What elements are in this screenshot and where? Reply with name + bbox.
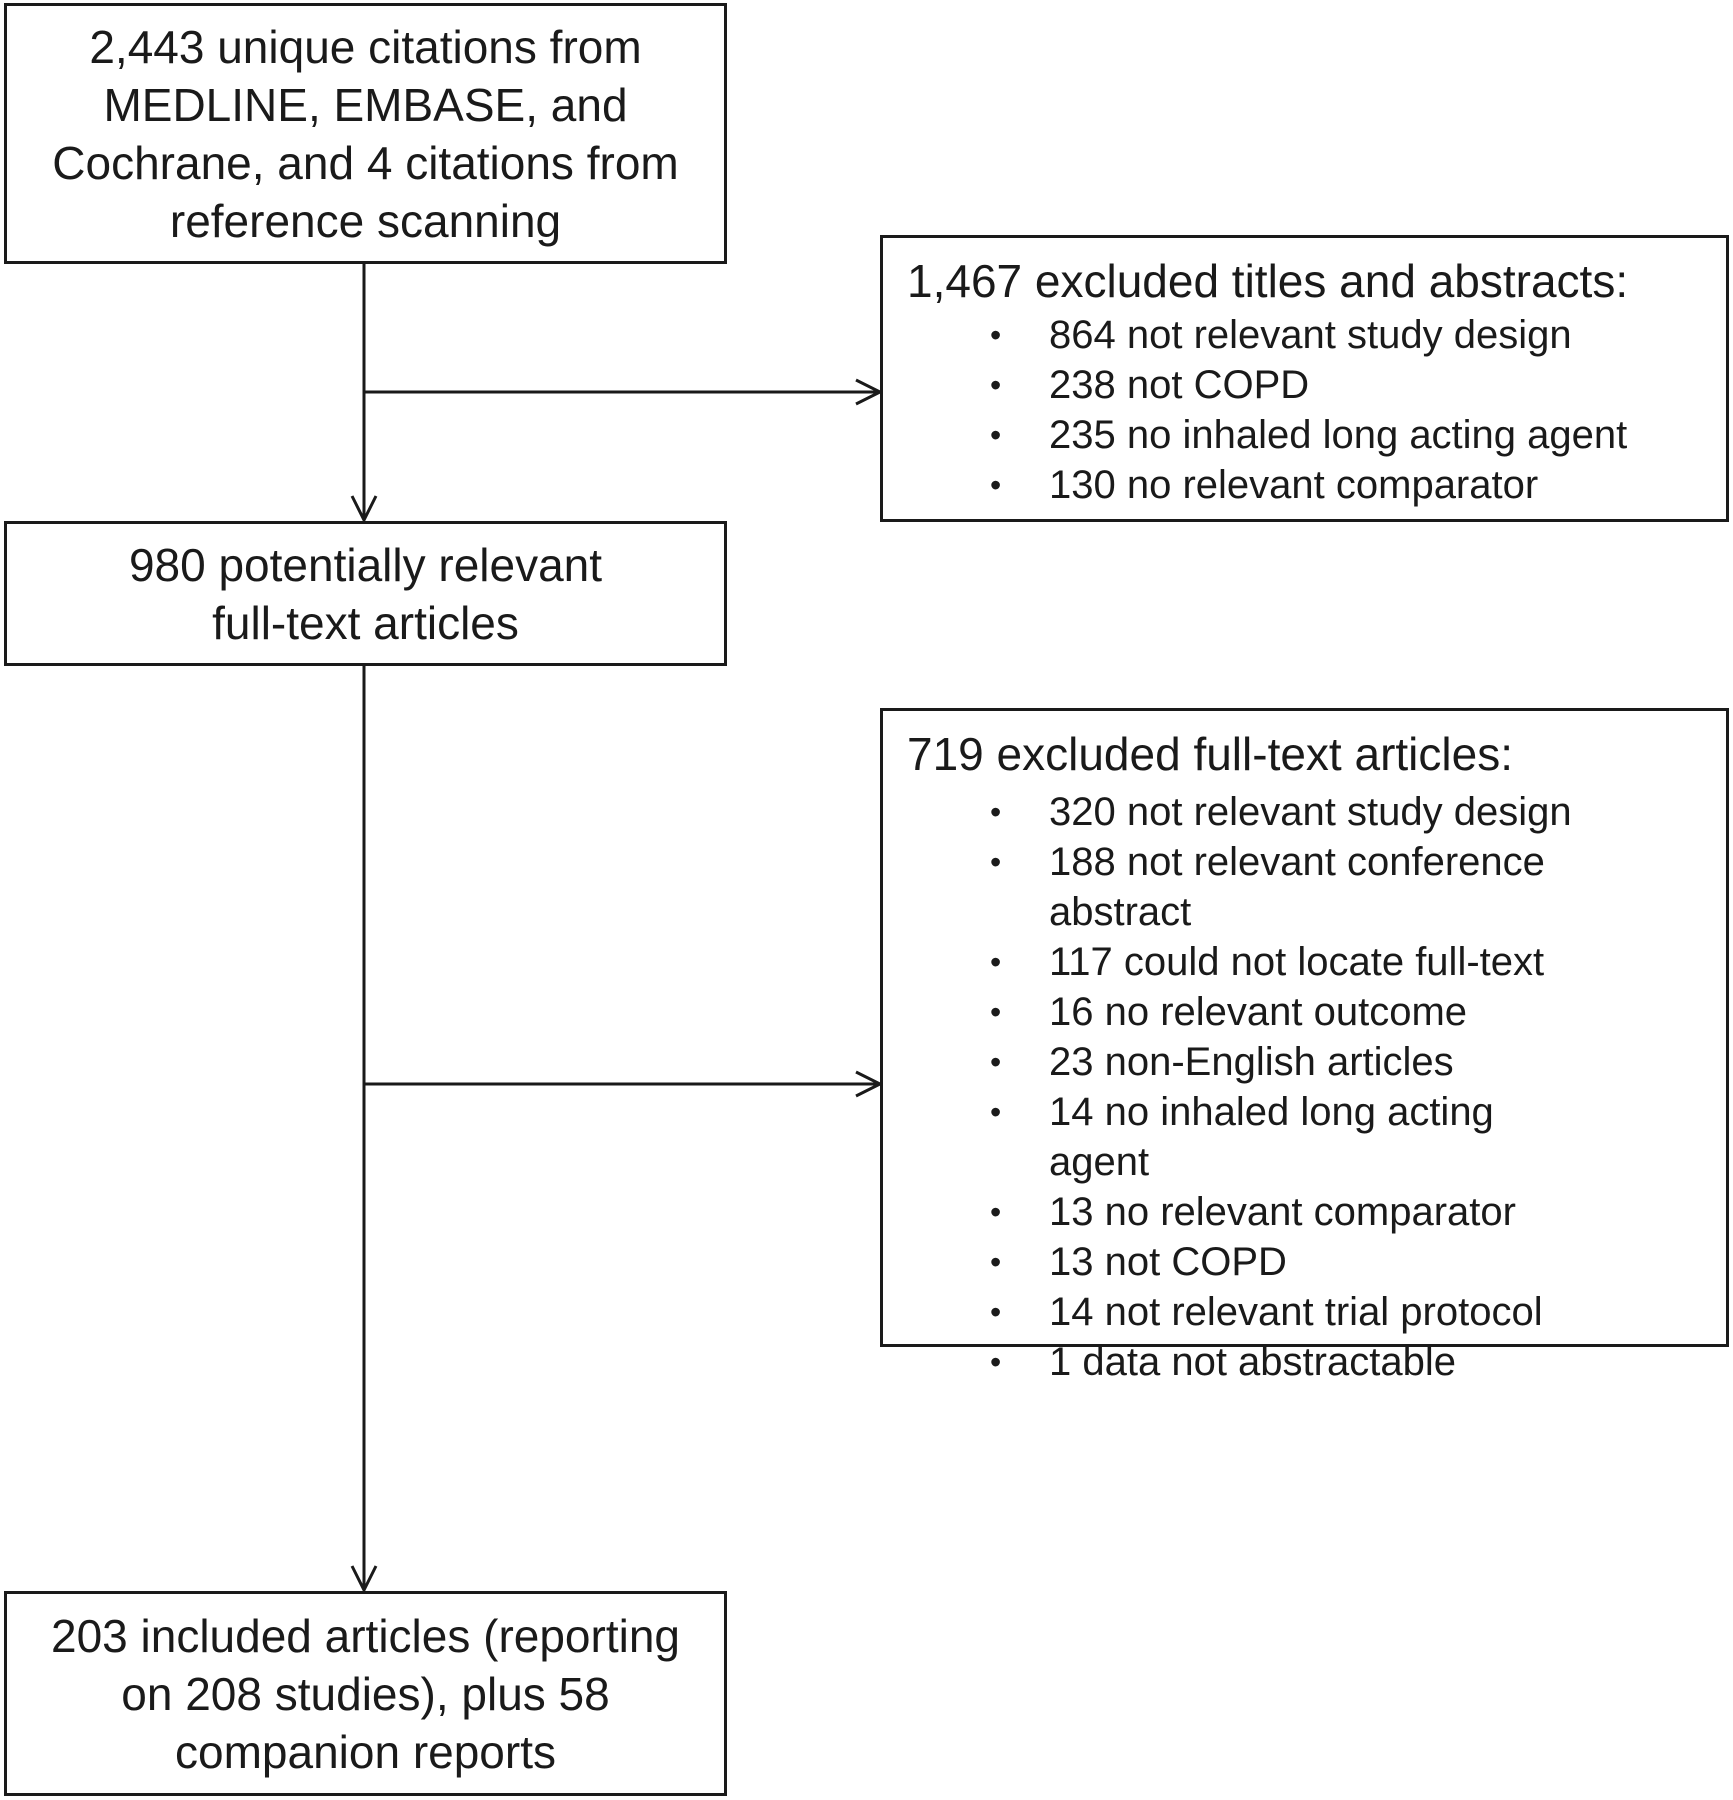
list-item: •16 no relevant outcome (883, 987, 1579, 1037)
list-item: •23 non-English articles (883, 1037, 1579, 1087)
identification-box: 2,443 unique citations from MEDLINE, EMB… (4, 3, 727, 264)
fulltext-line: full-text articles (212, 596, 519, 649)
list-item: •235 no inhaled long acting agent (883, 410, 1726, 460)
fulltext-exclusions-box: 719 excluded full-text articles: •320 no… (880, 708, 1729, 1384)
bullet-icon: • (990, 794, 1002, 830)
bullet-icon: • (990, 844, 1002, 880)
included-box: 203 included articles (reporting on 208 … (4, 1591, 727, 1796)
included-line: on 208 studies), plus 58 (121, 1667, 610, 1720)
bullet-icon: • (990, 1294, 1002, 1330)
list-item: •1 data not abstractable (883, 1337, 1579, 1387)
list-item: •14 not relevant trial protocol (883, 1287, 1579, 1337)
bullet-icon: • (990, 1344, 1002, 1380)
list-item: •320 not relevant study design (883, 787, 1579, 837)
bullet-icon: • (990, 1194, 1002, 1230)
bullet-icon: • (990, 994, 1002, 1030)
fulltext-line: 980 potentially relevant (128, 538, 603, 591)
list-item: •864 not relevant study design (883, 310, 1726, 360)
identification-line: reference scanning (169, 194, 562, 247)
bullet-icon: • (990, 417, 1002, 453)
fulltext-exclusions-title: 719 excluded full-text articles: (907, 728, 1513, 780)
bullet-icon: • (990, 1044, 1002, 1080)
fulltext-exclusions-list: •320 not relevant study design •188 not … (883, 787, 1579, 1387)
screening-exclusions-title: 1,467 excluded titles and abstracts: (907, 255, 1629, 307)
list-item: •13 not COPD (883, 1237, 1579, 1287)
arrowhead-included (350, 1565, 378, 1594)
included-line: 203 included articles (reporting (50, 1609, 681, 1662)
list-item: •13 no relevant comparator (883, 1187, 1579, 1237)
screening-exclusions-box: 1,467 excluded titles and abstracts: •86… (880, 235, 1729, 522)
identification-line: 2,443 unique citations from (89, 20, 642, 73)
screening-exclusions-list: •864 not relevant study design •238 not … (883, 310, 1726, 510)
identification-line: MEDLINE, EMBASE, and (103, 78, 628, 131)
bullet-icon: • (990, 467, 1002, 503)
arrowhead-fulltext (350, 495, 378, 524)
bullet-icon: • (990, 317, 1002, 353)
list-item: •117 could not locate full-text (883, 937, 1579, 987)
list-item: •188 not relevant conference abstract (883, 837, 1579, 937)
list-item: •130 no relevant comparator (883, 460, 1726, 510)
bullet-icon: • (990, 1094, 1002, 1130)
fulltext-box: 980 potentially relevant full-text artic… (4, 521, 727, 666)
bullet-icon: • (990, 367, 1002, 403)
bullet-icon: • (990, 944, 1002, 980)
bullet-icon: • (990, 1244, 1002, 1280)
list-item: •238 not COPD (883, 360, 1726, 410)
list-item: •14 no inhaled long acting agent (883, 1087, 1579, 1187)
identification-line: Cochrane, and 4 citations from (52, 136, 679, 189)
included-line: companion reports (175, 1725, 556, 1778)
